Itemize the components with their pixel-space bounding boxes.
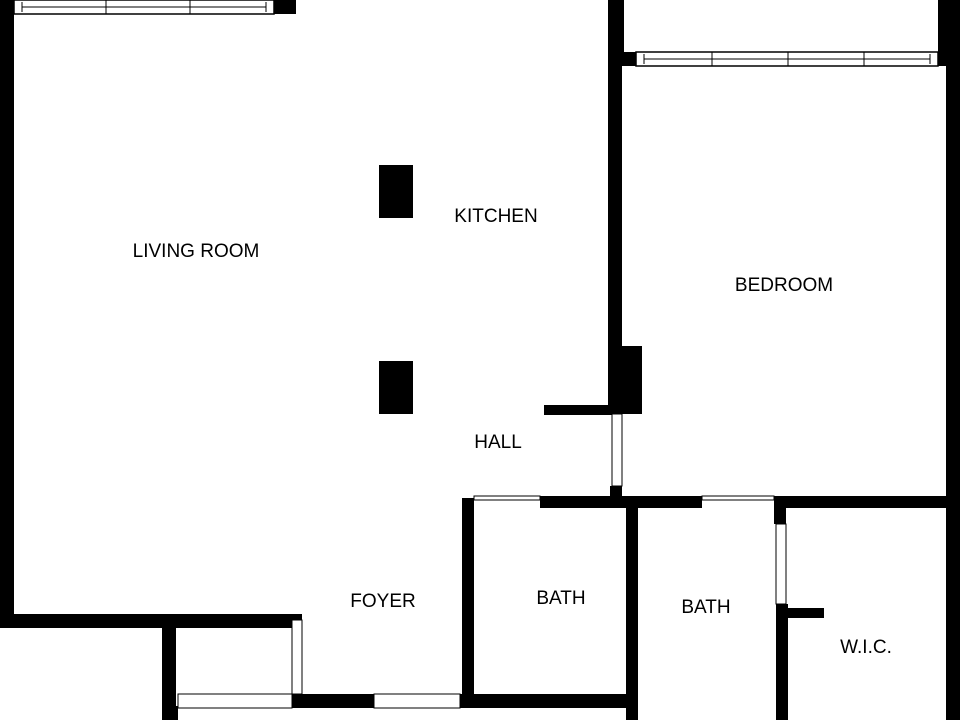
- wall-hall-stub: [544, 405, 618, 415]
- wall-south-1: [162, 706, 178, 720]
- counter-block-upper: [379, 165, 413, 218]
- wall-closet-west: [162, 614, 176, 720]
- living-room-window: [13, 0, 275, 15]
- wall-bath1-west: [462, 498, 474, 708]
- wall-south-3: [460, 694, 636, 708]
- room-labels: LIVING ROOM KITCHEN BEDROOM HALL FOYER B…: [133, 206, 892, 658]
- wall-bath-divider: [626, 506, 638, 720]
- label-wic: W.I.C.: [840, 637, 892, 658]
- wall-bath1-north: [540, 496, 702, 508]
- wall-living-north-stub: [274, 0, 296, 14]
- label-bath-2: BATH: [681, 597, 730, 618]
- wall-south-2: [292, 694, 374, 708]
- wall-living-west: [0, 0, 14, 628]
- wall-bed-east: [946, 66, 960, 720]
- label-kitchen: KITCHEN: [454, 206, 537, 227]
- door-openings: [177, 413, 787, 709]
- door-bedroom: [611, 413, 623, 487]
- wall-living-south: [0, 614, 302, 628]
- door-bath2: [701, 495, 775, 501]
- door-wic: [775, 523, 787, 605]
- wall-wic-stub: [776, 608, 824, 618]
- wall-wic-west-upper: [774, 496, 786, 524]
- door-closet-bottom: [177, 693, 293, 709]
- door-entry: [373, 693, 461, 709]
- wall-bed-north-west: [612, 0, 624, 52]
- counter-block-lower: [379, 361, 413, 414]
- label-living-room: LIVING ROOM: [133, 241, 260, 262]
- wall-center-partition: [608, 0, 622, 412]
- door-bath1: [473, 495, 541, 501]
- label-bedroom: BEDROOM: [735, 275, 833, 296]
- wall-wic-west-lower: [776, 604, 788, 720]
- label-foyer: FOYER: [350, 591, 415, 612]
- bedroom-window: [635, 51, 939, 67]
- label-hall: HALL: [474, 432, 522, 453]
- wall-bed-north-left: [612, 52, 636, 66]
- wall-bed-north-right: [938, 0, 960, 66]
- wall-column: [616, 346, 642, 414]
- label-bath-1: BATH: [536, 588, 585, 609]
- door-closet-side: [291, 619, 303, 695]
- wall-bed-south: [774, 496, 960, 508]
